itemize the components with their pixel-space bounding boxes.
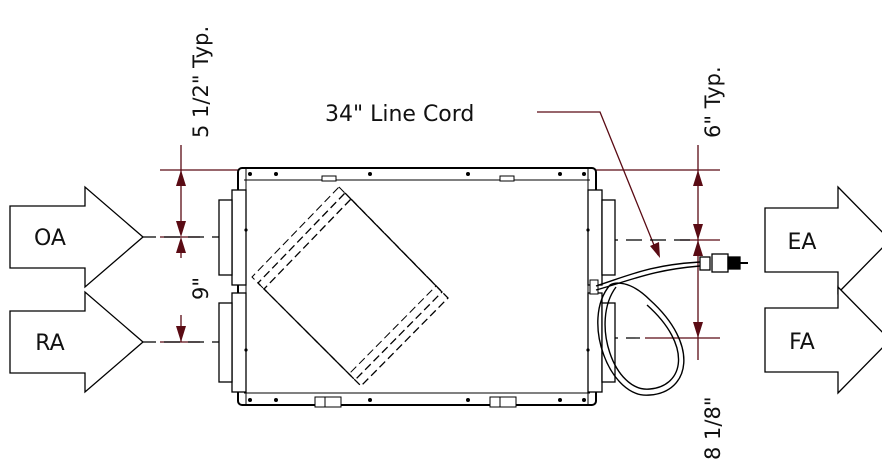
ea-arrow: EA (764, 185, 882, 295)
rivets (244, 172, 590, 402)
oa-arrow: OA (9, 185, 144, 289)
dimension-top-left: 5 1/2" Typ. (189, 26, 213, 138)
ra-arrow: RA (9, 290, 144, 394)
ra-label: RA (35, 331, 64, 356)
oa-label: OA (34, 226, 66, 251)
unit-body (218, 167, 616, 408)
fa-label: FA (789, 330, 815, 355)
dimension-bottom-right: 8 1/8" (701, 397, 725, 461)
dimension-middle-left: 9" (189, 277, 213, 300)
line-cord-plug (699, 253, 748, 273)
line-cord-callout: 34" Line Cord (325, 102, 474, 127)
dimension-arrowheads (176, 170, 703, 342)
fa-arrow: FA (764, 285, 882, 395)
dimension-top-right: 6" Typ. (701, 66, 725, 138)
ea-label: EA (788, 230, 817, 255)
line-cord (595, 261, 701, 396)
